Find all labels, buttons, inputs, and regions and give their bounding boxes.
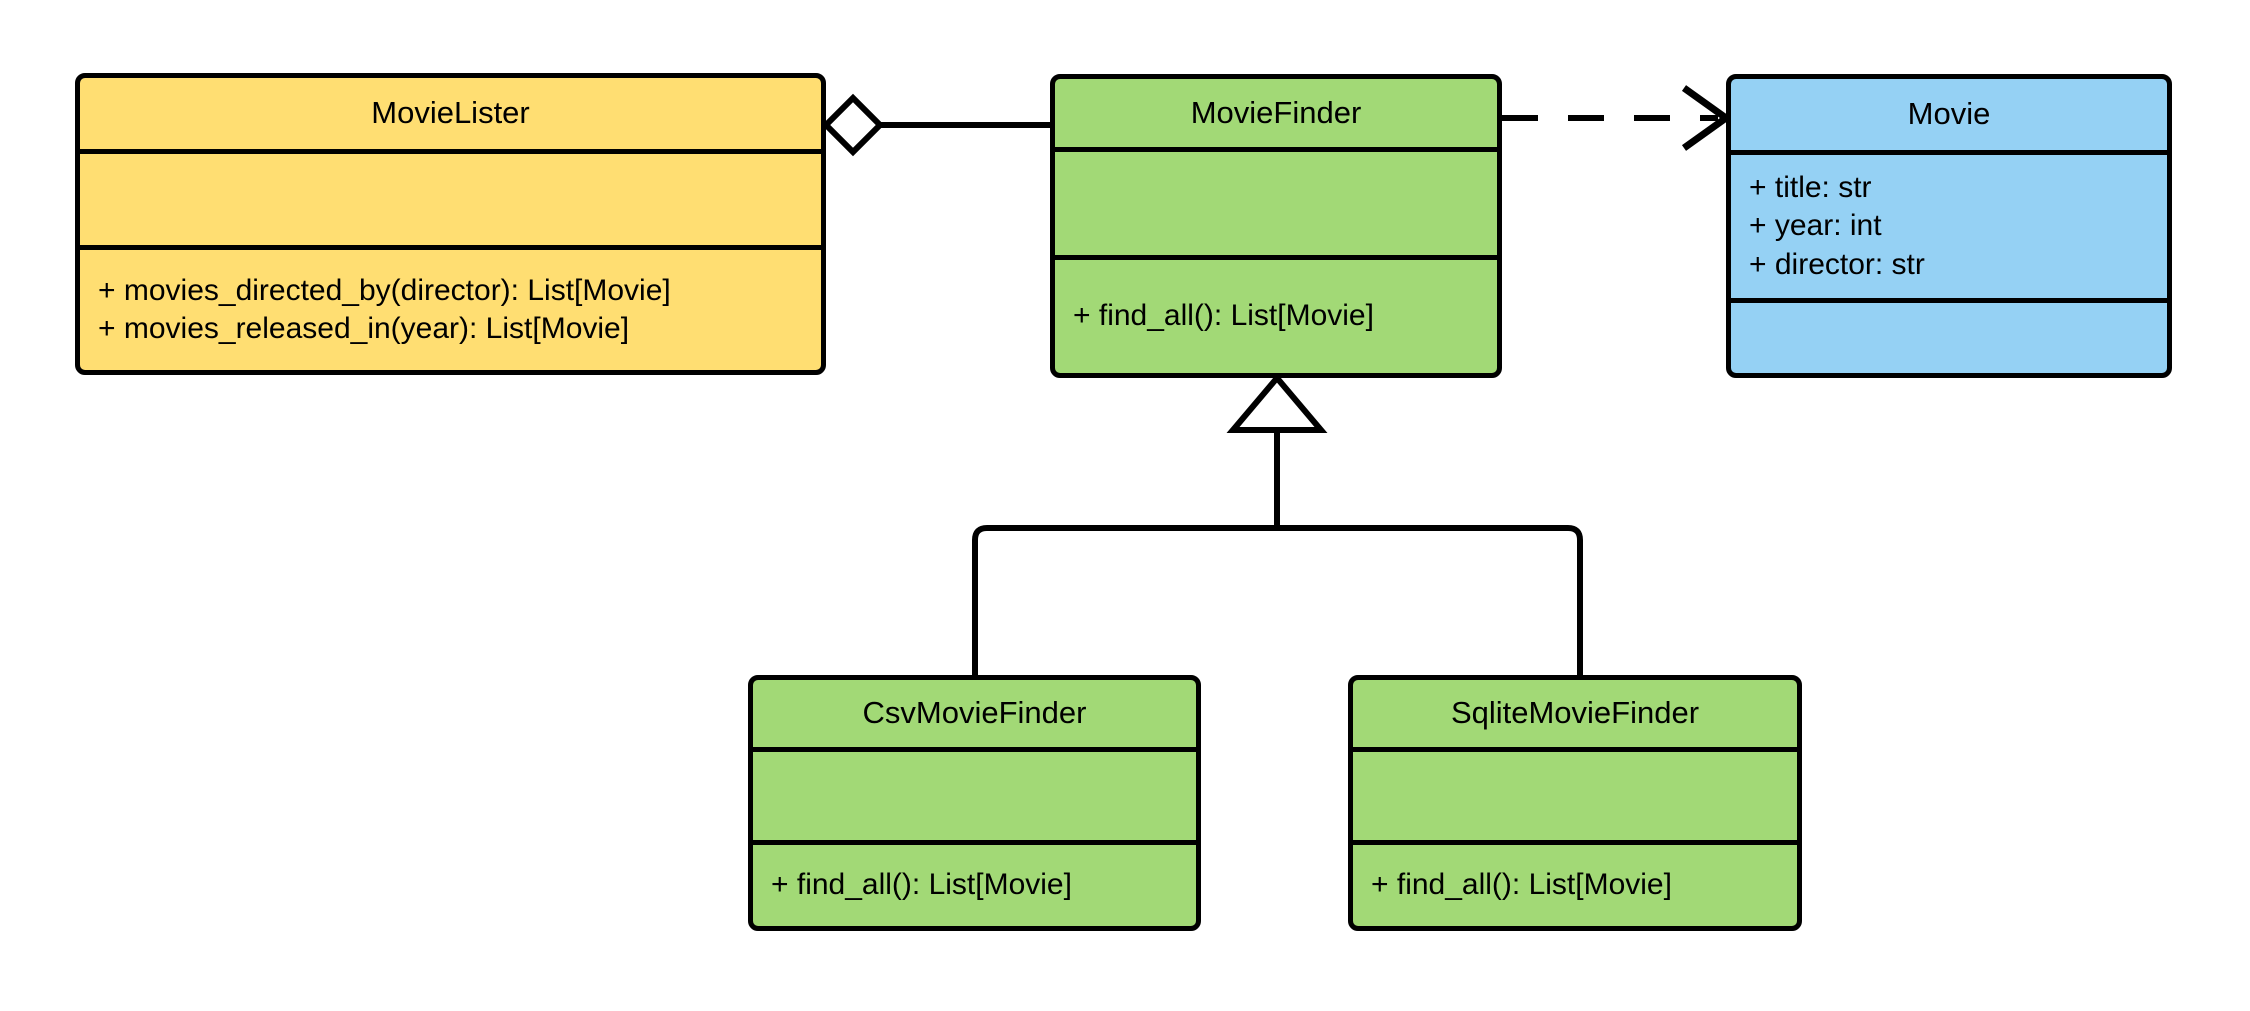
class-box-csvmoviefinder[interactable]: CsvMovieFinder + find_all(): List[Movie] (748, 675, 1201, 931)
methods-compartment: + find_all(): List[Movie] (1055, 255, 1497, 373)
method-item: + find_all(): List[Movie] (771, 868, 1072, 902)
attribute-item: + year: int (1749, 209, 1882, 243)
class-box-movielister[interactable]: MovieLister + movies_directed_by(directo… (75, 73, 826, 375)
attributes-compartment (1055, 147, 1497, 255)
methods-compartment (1731, 298, 2167, 373)
edge-dependency-moviefinder-movie (1502, 85, 1733, 151)
class-box-movie[interactable]: Movie + title: str + year: int + directo… (1726, 74, 2172, 378)
class-name-compartment: MovieFinder (1055, 79, 1497, 147)
class-name-label: Movie (1907, 96, 1991, 132)
attributes-compartment: + title: str + year: int + director: str (1731, 150, 2167, 298)
class-name-compartment: CsvMovieFinder (753, 680, 1196, 747)
class-name-compartment: SqliteMovieFinder (1353, 680, 1797, 747)
class-box-moviefinder[interactable]: MovieFinder + find_all(): List[Movie] (1050, 74, 1502, 378)
class-name-label: MovieFinder (1190, 94, 1362, 130)
attribute-item: + director: str (1749, 247, 1925, 281)
edge-generalization-tree (972, 373, 1583, 675)
method-item: + movies_released_in(year): List[Movie] (98, 312, 630, 345)
methods-compartment: + find_all(): List[Movie] (753, 840, 1196, 926)
hollow-diamond-icon (821, 93, 885, 157)
class-box-sqlitemoviefinder[interactable]: SqliteMovieFinder + find_all(): List[Mov… (1348, 675, 1802, 931)
class-name-label: MovieLister (371, 95, 530, 131)
methods-compartment: + find_all(): List[Movie] (1353, 840, 1797, 926)
generalization-fork (972, 525, 1583, 675)
class-name-compartment: MovieLister (80, 78, 821, 149)
attribute-item: + title: str (1749, 170, 1872, 204)
method-item: + find_all(): List[Movie] (1073, 299, 1374, 333)
attributes-compartment (80, 149, 821, 245)
hollow-triangle-icon (1226, 373, 1328, 433)
methods-compartment: + movies_directed_by(director): List[Mov… (80, 245, 821, 370)
edge-aggregation-movielister-moviefinder (821, 93, 1050, 157)
method-item: + find_all(): List[Movie] (1371, 868, 1672, 902)
attributes-compartment (753, 747, 1196, 840)
class-name-label: SqliteMovieFinder (1450, 695, 1700, 731)
class-name-label: CsvMovieFinder (862, 695, 1087, 731)
attributes-compartment (1353, 747, 1797, 840)
method-item: + movies_directed_by(director): List[Mov… (98, 273, 671, 307)
class-name-compartment: Movie (1731, 79, 2167, 150)
